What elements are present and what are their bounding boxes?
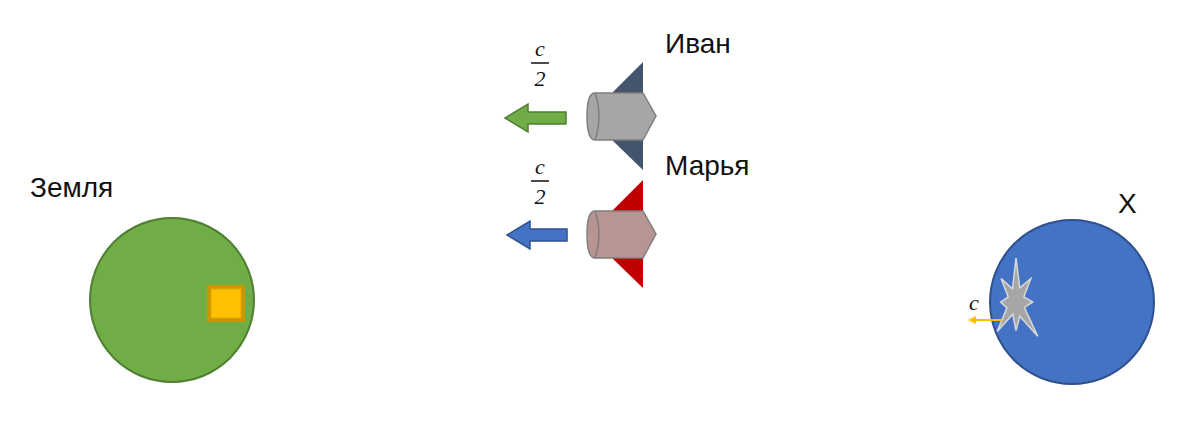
node-label: Земля [30,174,113,202]
planet-circle [990,220,1154,384]
velocity-fraction: c [535,38,545,60]
ship-node: Иван [585,58,660,174]
velocity-arrow [505,104,566,132]
node-shape [88,216,256,384]
velocity-arrow [507,221,567,249]
ship-nozzle [595,211,599,258]
light-arrow [974,319,1002,321]
fraction-bar [531,62,549,64]
fraction-bar [531,180,549,182]
node-shape [988,218,1156,386]
speed-label: c [969,292,979,314]
building-square [211,289,241,318]
node-label: Марья [665,152,750,180]
velocity-fraction: 2 [535,68,546,90]
explosion [997,258,1038,336]
planet-node: Земля [88,216,256,384]
node-label: X [1118,190,1137,218]
node-shape [585,58,660,174]
velocity-fraction: 2 [535,186,546,208]
ship-body [587,93,656,140]
node-shape [585,176,660,292]
earth-circle [90,218,254,382]
building-base [207,285,245,322]
velocity-fraction: c [535,156,545,178]
ship-body [587,211,656,258]
ship-nozzle [595,93,599,140]
ship-wing [612,180,643,211]
light-arrowhead [968,316,976,324]
ship-wing [612,62,643,93]
planet-node: X [988,218,1156,386]
ship-wing [612,140,643,170]
node-label: Иван [665,30,731,58]
ship-node: Марья [585,176,660,292]
ship-wing [612,258,643,288]
